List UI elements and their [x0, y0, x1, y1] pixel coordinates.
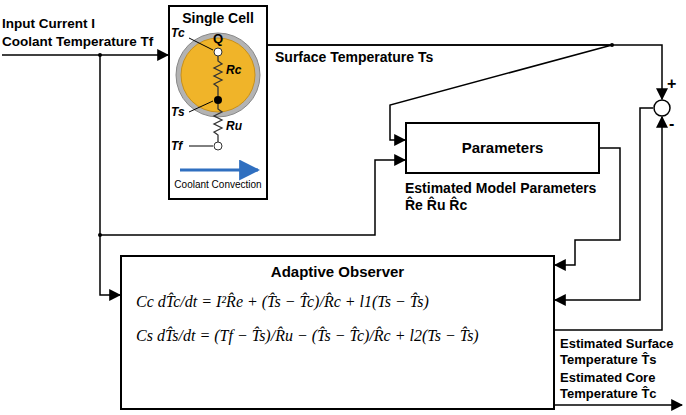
equation: Cc dT̂c/dt = I²R̂e + (T̂s − T̂c)/R̂c + l…: [122, 292, 553, 326]
leader-line: [189, 146, 213, 147]
input-wire: [100, 55, 120, 295]
wire-junction-dot: [98, 233, 102, 237]
coolant-node: [214, 142, 222, 150]
signal-connector: [555, 108, 653, 300]
wire-junction-dot: [98, 53, 102, 57]
node-label: Tc: [171, 26, 189, 40]
coolant-flow-arrow: [180, 169, 258, 172]
resistance-label: Rc: [226, 63, 246, 77]
box-title: Parameters: [407, 124, 598, 158]
resistor-symbol: [214, 56, 222, 96]
signal-label: Estimated Model Parameters R̂e R̂u R̂c: [405, 180, 617, 214]
leader-line: [189, 38, 213, 50]
summing-junction: +-: [653, 99, 671, 117]
input-label: Input Current I: [2, 16, 167, 32]
wire-junction-dot: [610, 43, 614, 47]
signal-connector: [555, 117, 662, 330]
signal-label: Estimated Core Temperature T̂c: [560, 370, 684, 401]
signal-label: Estimated Surface Temperature T̂s: [560, 336, 684, 367]
resistance-label: Ru: [226, 119, 246, 133]
input-wire: [100, 160, 405, 235]
signal-connector: [555, 148, 620, 265]
box-title: Single Cell: [170, 7, 266, 28]
resistor-symbol: [214, 104, 222, 142]
signal-label: Surface Temperature Ts: [275, 49, 475, 66]
junction-outline: [653, 99, 671, 117]
box-title: Adaptive Observer: [122, 257, 553, 292]
surface-node: [214, 96, 222, 104]
core-node: [214, 48, 222, 56]
sign-label: +: [667, 74, 676, 94]
junction-outline: [654, 100, 670, 116]
sign-label: -: [669, 114, 674, 134]
node-label: Tf: [171, 139, 189, 153]
cell-jellyroll: [181, 38, 255, 112]
heat-label: Q: [210, 31, 226, 47]
signal-connector: [268, 45, 612, 140]
output-wire: [555, 404, 682, 406]
equation: Cs dT̂s/dt = (Tf − T̂s)/R̂u − (T̂s − T̂c…: [122, 326, 553, 360]
observer-box: Adaptive ObserverCc dT̂c/dt = I²R̂e + (T…: [120, 255, 555, 410]
signal-connector: [268, 45, 662, 99]
node-label: Ts: [171, 105, 189, 119]
input-wire: [2, 54, 168, 56]
input-label: Coolant Temperature Tf: [2, 34, 167, 50]
flow-label: Coolant Convection: [168, 179, 268, 191]
process-box: Parameters: [405, 122, 600, 174]
leader-line: [189, 101, 213, 112]
